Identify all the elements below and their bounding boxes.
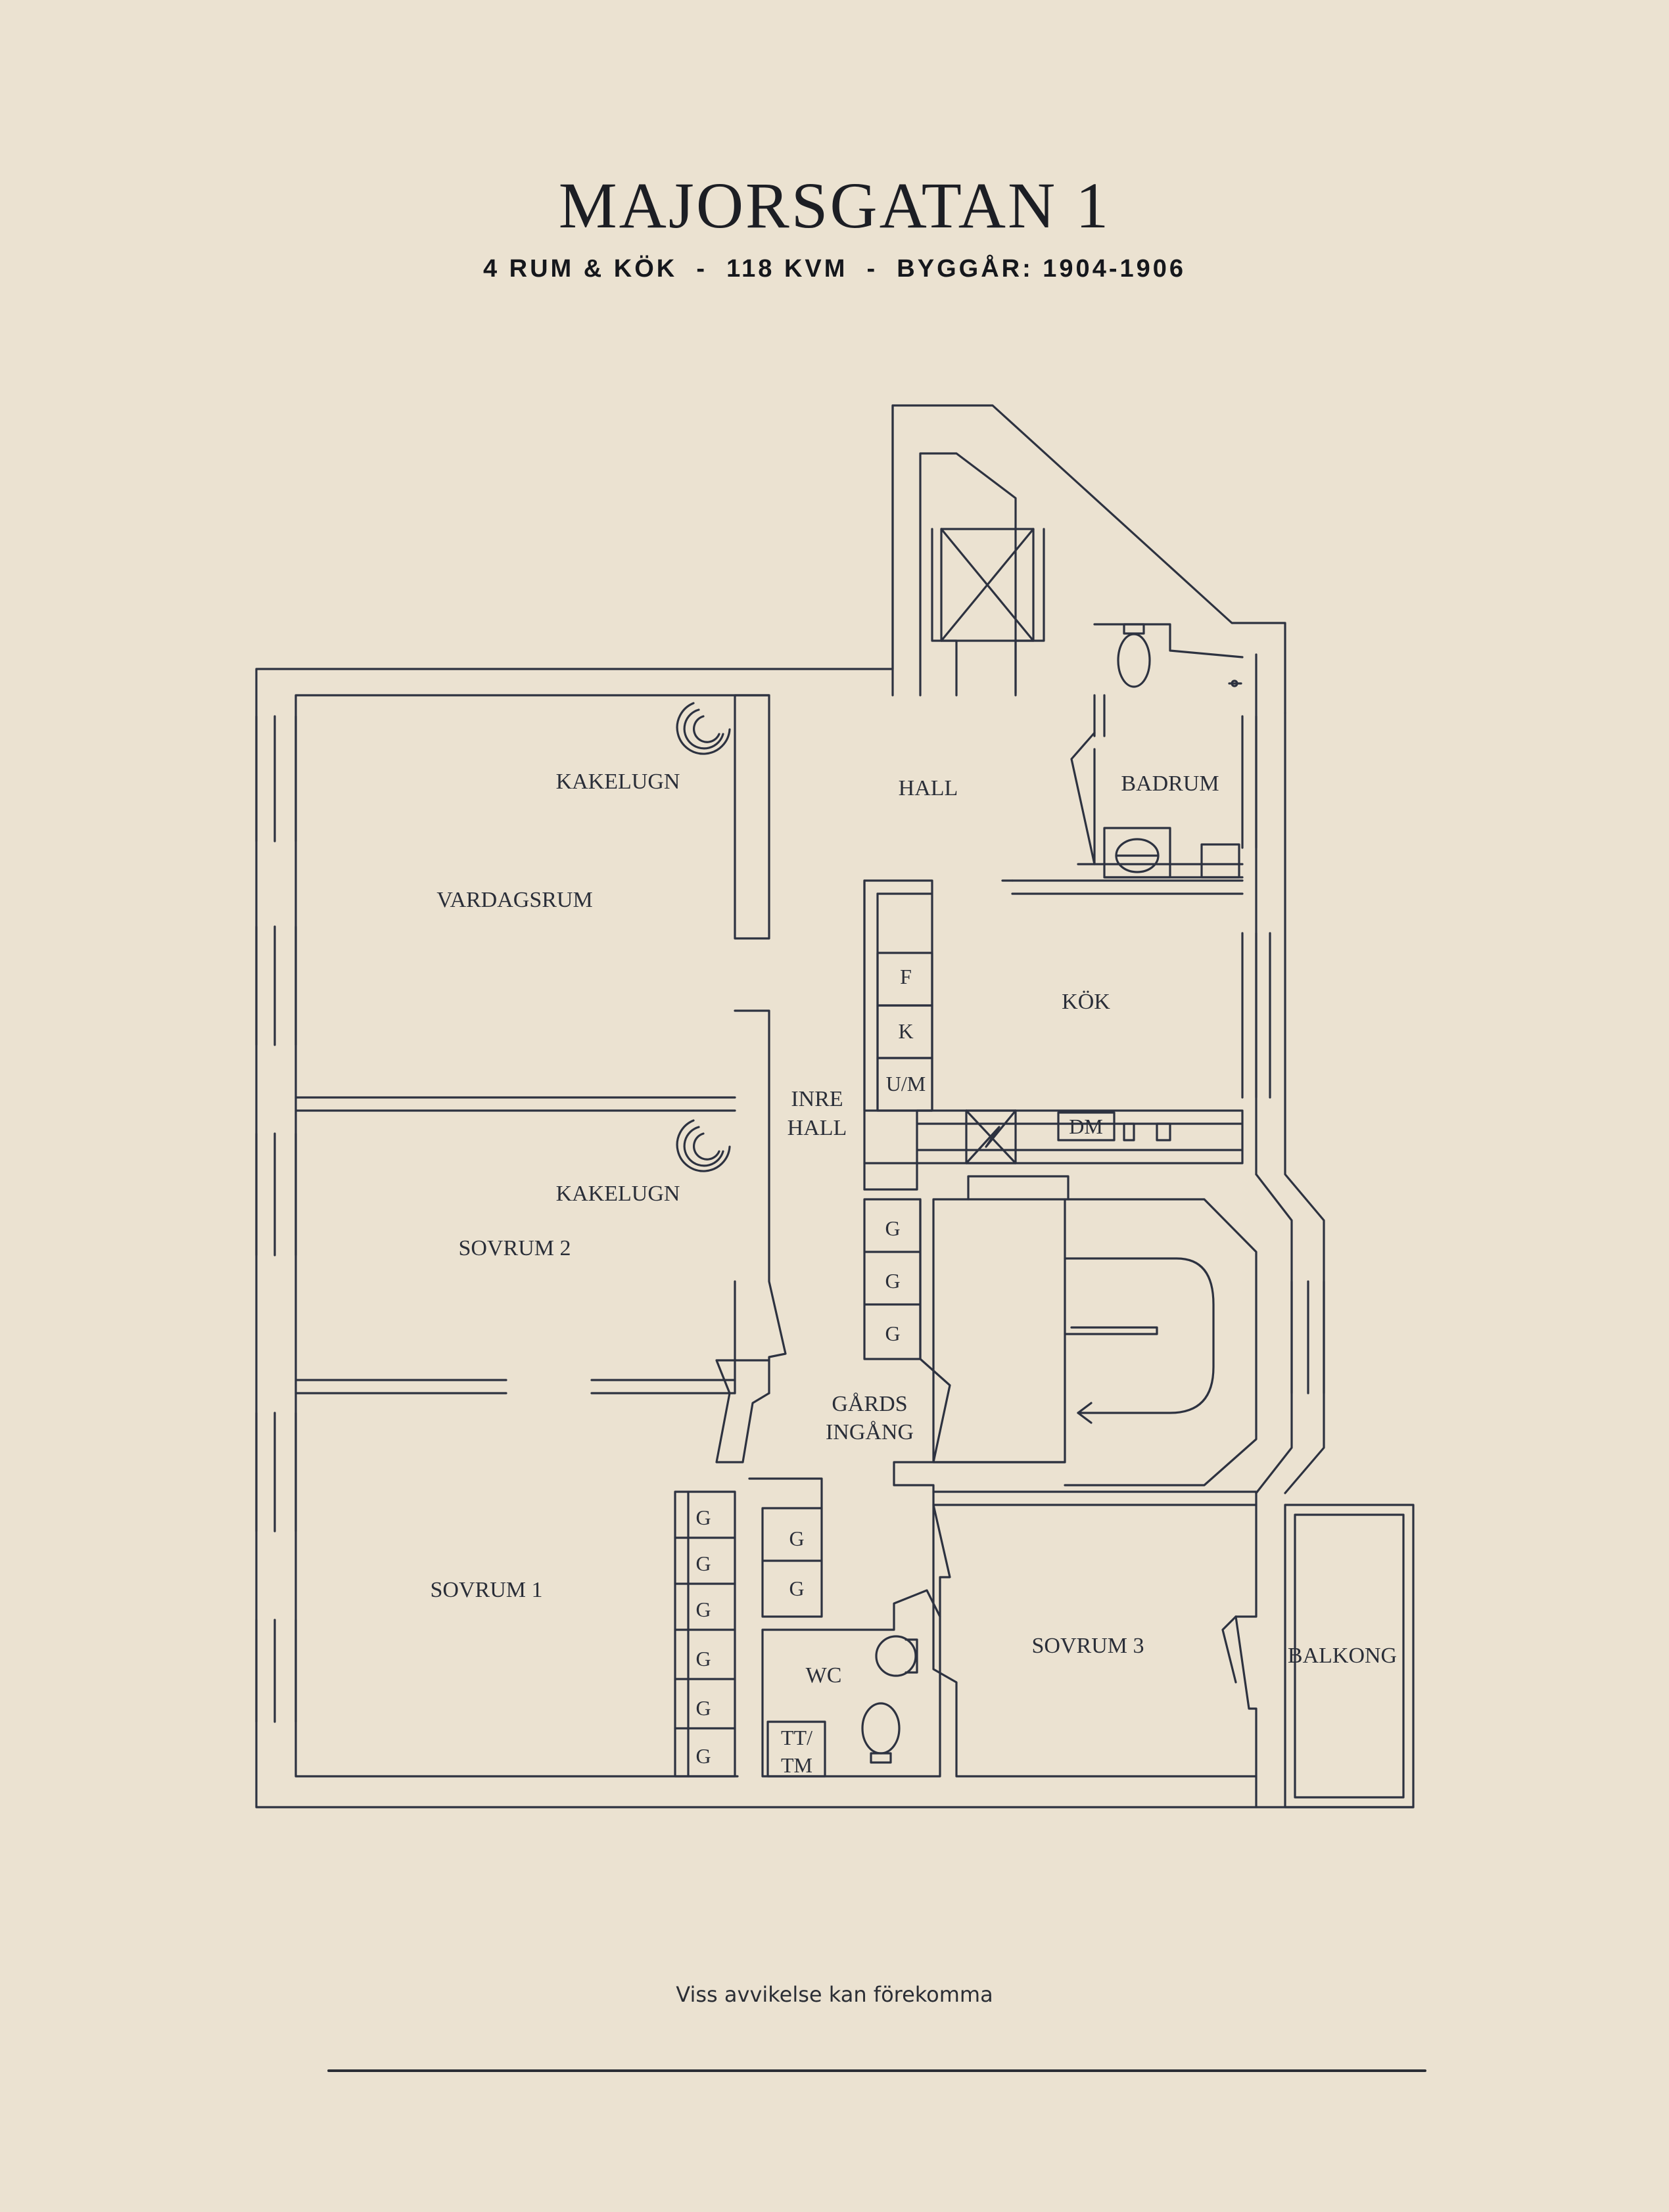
wardrobe-label: G bbox=[885, 1269, 900, 1293]
room-label-vardagsrum: VARDAGSRUM bbox=[436, 888, 592, 912]
footer-divider bbox=[327, 2069, 1426, 2072]
laundry-label-2: TM bbox=[781, 1753, 812, 1777]
room-label-badrum: BADRUM bbox=[1121, 772, 1219, 796]
fixtures-draw bbox=[861, 623, 1242, 1764]
room-label-kakelugn-1: KAKELUGN bbox=[556, 770, 680, 794]
fridge-label: K bbox=[898, 1019, 913, 1043]
outer-walls bbox=[255, 404, 1415, 1809]
room-label-inre-hall-2: HALL bbox=[787, 1116, 847, 1140]
oven-label: U/M bbox=[886, 1072, 926, 1095]
room-label-kakelugn-2: KAKELUGN bbox=[556, 1182, 680, 1206]
laundry-label-1: TT/ bbox=[781, 1726, 812, 1749]
wardrobe-label: G bbox=[695, 1598, 711, 1621]
wardrobe-label: G bbox=[695, 1744, 711, 1768]
interior-walls bbox=[294, 623, 1415, 1809]
wardrobe-label: G bbox=[789, 1577, 804, 1600]
wardrobe-label: G bbox=[695, 1552, 711, 1575]
page-title: MAJORSGATAN 1 bbox=[558, 169, 1111, 242]
room-label-gards-1: GÅRDS bbox=[832, 1392, 907, 1416]
room-label-sovrum-1: SOVRUM 1 bbox=[431, 1578, 543, 1602]
disclaimer-note: Viss avvikelse kan förekomma bbox=[676, 1982, 993, 2007]
room-label-balkong: BALKONG bbox=[1288, 1644, 1397, 1668]
page-subtitle: 4 RUM & KÖK - 118 KVM - BYGGÅR: 1904-190… bbox=[482, 255, 1187, 283]
room-label-kok: KÖK bbox=[1062, 990, 1110, 1014]
room-label-gards-2: INGÅNG bbox=[826, 1420, 914, 1444]
wardrobe-label: G bbox=[695, 1647, 711, 1671]
room-label-sovrum-2: SOVRUM 2 bbox=[459, 1236, 571, 1260]
wardrobe-label: G bbox=[695, 1696, 711, 1720]
wardrobe-label: G bbox=[789, 1527, 804, 1550]
room-label-wc: WC bbox=[806, 1663, 842, 1688]
dishwasher-label: DM bbox=[1069, 1115, 1103, 1138]
room-label-sovrum-3: SOVRUM 3 bbox=[1032, 1634, 1144, 1658]
wardrobe-label: G bbox=[695, 1506, 711, 1529]
wardrobe-label: G bbox=[885, 1216, 900, 1240]
kakelugn-symbols bbox=[676, 702, 731, 1172]
wardrobe-label: G bbox=[885, 1322, 900, 1345]
room-label-inre-hall-1: INRE bbox=[791, 1087, 843, 1111]
room-label-hall: HALL bbox=[899, 776, 958, 800]
freezer-label: F bbox=[900, 965, 912, 988]
chimney-shaft bbox=[931, 528, 1045, 697]
